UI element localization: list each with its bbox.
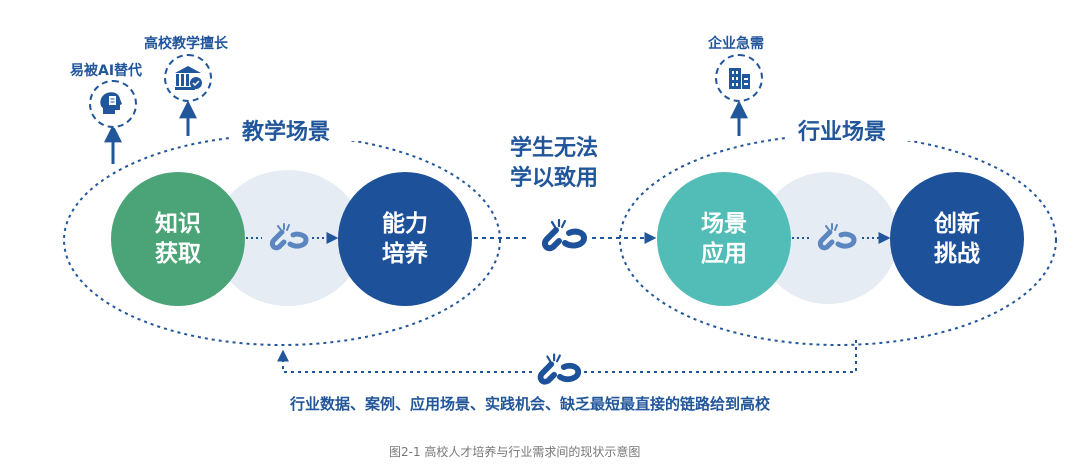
broken-link-icon-teaching — [269, 223, 309, 251]
icon-label-university: 高校教学擅长 — [144, 36, 228, 52]
circle-application: 场景应用 — [657, 172, 791, 306]
circle-ability: 能力培养 — [338, 172, 472, 306]
middle-text-line1: 学生无法 — [510, 136, 599, 161]
industry-scene-title: 行业场景 — [798, 120, 887, 145]
circle-knowledge: 知识获取 — [111, 172, 245, 306]
broken-link-icon-middle — [541, 218, 588, 252]
teaching-overlap-blob — [213, 170, 363, 306]
icon-label-enterprise: 企业急需 — [708, 36, 764, 52]
industry-overlap-blob — [758, 172, 898, 304]
university-building-icon — [164, 54, 212, 102]
enterprise-building-icon — [715, 54, 763, 102]
middle-text-line2: 学以致用 — [510, 166, 599, 191]
ai-head-icon — [89, 80, 137, 128]
circle-innovation: 创新挑战 — [890, 172, 1024, 306]
broken-link-icon-industry — [817, 223, 857, 251]
bottom-feedback-line — [582, 340, 857, 373]
icon-label-ai: 易被AI替代 — [70, 63, 143, 79]
bottom-feedback-line-left — [277, 349, 532, 373]
bottom-feedback-text: 行业数据、案例、应用场景、实践机会、缺乏最短最直接的链路给到高校 — [290, 395, 771, 413]
figure-caption: 图2-1 高校人才培养与行业需求间的现状示意图 — [389, 445, 641, 459]
teaching-scene-title: 教学场景 — [242, 120, 331, 145]
broken-link-icon-bottom — [537, 353, 582, 385]
